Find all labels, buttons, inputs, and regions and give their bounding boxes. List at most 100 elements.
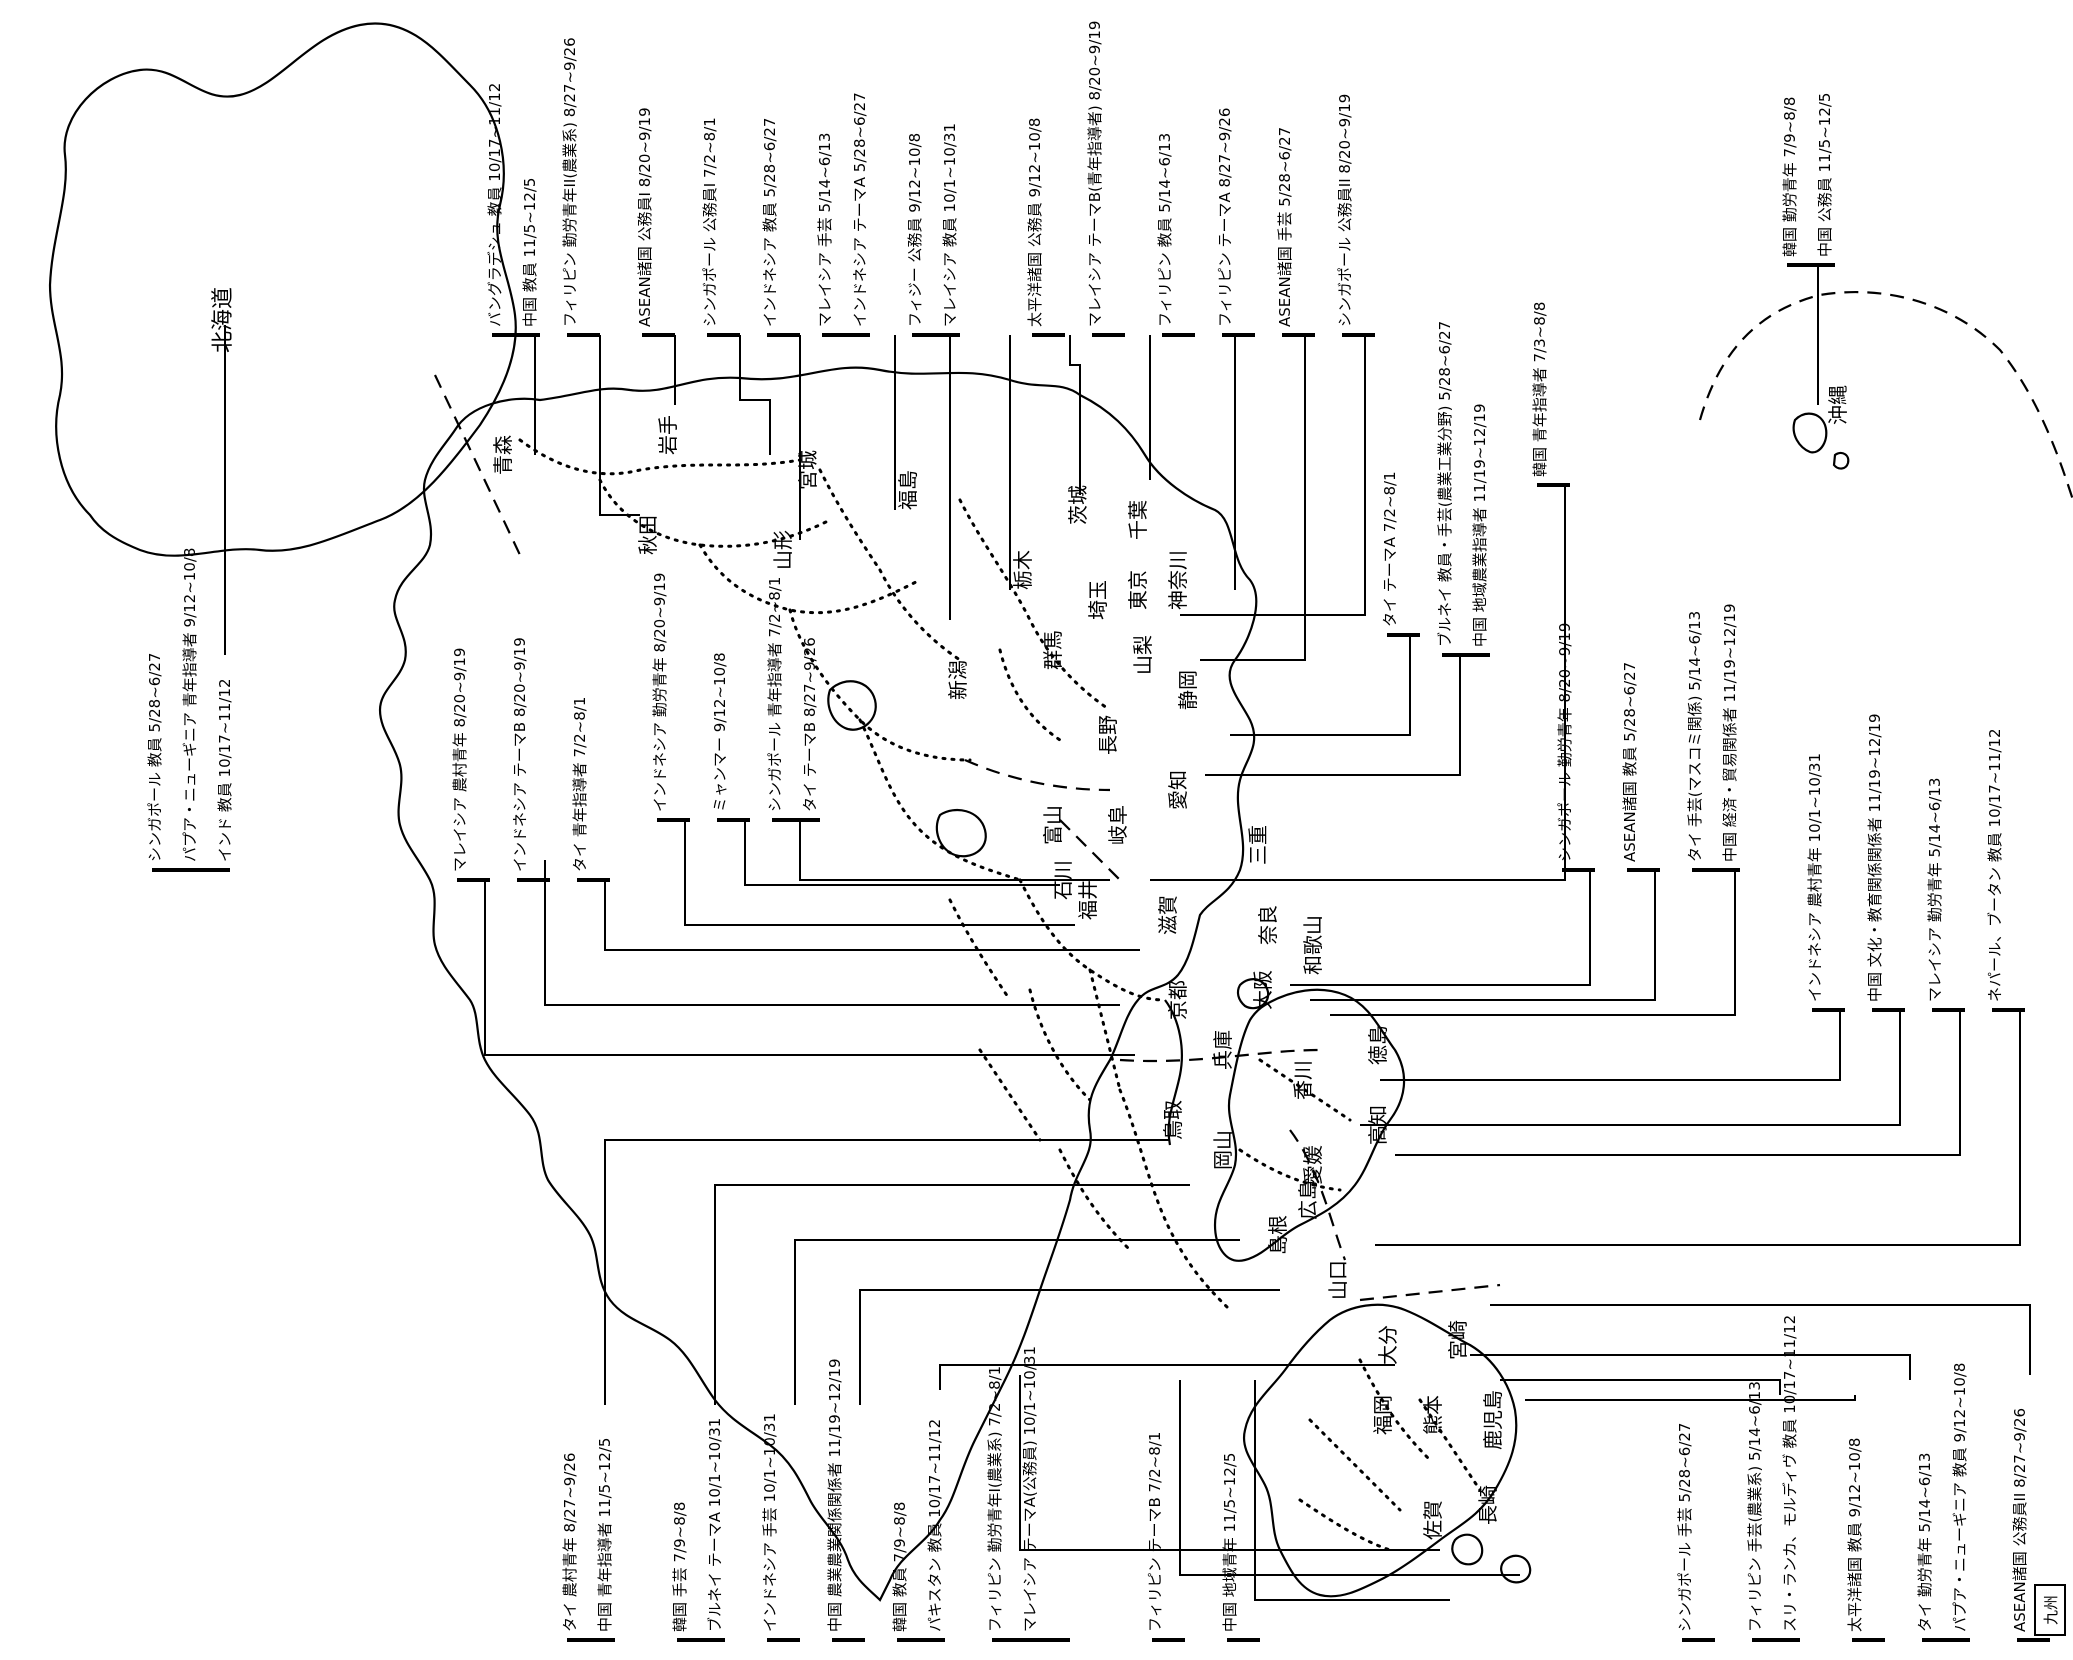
callout-fukushima: マレイシア 手芸 5/14~6/13 インドネシア テーマA 5/28~6/27 xyxy=(816,92,870,337)
callout-ishikawa: マレイシア 農村青年 8/20~9/19 xyxy=(451,648,490,882)
svg-text:ASEAN諸国 教員 5/28~6/27: ASEAN諸国 教員 5/28~6/27 xyxy=(1621,662,1639,862)
svg-text:中国 青年指導者 11/5~12/5: 中国 青年指導者 11/5~12/5 xyxy=(596,1438,614,1632)
label-aichi: 愛知 xyxy=(1166,770,1190,810)
label-shimane: 島根 xyxy=(1266,1215,1290,1255)
label-kyoto: 京都 xyxy=(1166,980,1190,1020)
svg-text:韓国 青年指導者 7/3~8/8: 韓国 青年指導者 7/3~8/8 xyxy=(1531,302,1549,477)
label-kanagawa: 神奈川 xyxy=(1166,550,1190,610)
callout-gunma: 太平洋諸国 公務員 9/12~10/8 xyxy=(1026,118,1065,337)
okinawa-island xyxy=(1792,412,1828,454)
svg-text:ミャンマー 9/12~10/8: ミャンマー 9/12~10/8 xyxy=(711,652,729,812)
label-okayama: 岡山 xyxy=(1211,1130,1235,1170)
label-oita: 大分 xyxy=(1376,1325,1400,1365)
label-iwate: 岩手 xyxy=(656,415,680,455)
svg-text:インドネシア 手芸 10/1~10/31: インドネシア 手芸 10/1~10/31 xyxy=(761,1413,779,1632)
label-toyama: 富山 xyxy=(1041,805,1065,845)
svg-text:タイ 勤労青年 5/14~6/13: タイ 勤労青年 5/14~6/13 xyxy=(1916,1453,1934,1632)
callout-akita: フィリピン 勤労青年II(農業系) 8/27~9/26 xyxy=(561,37,600,337)
callout-nagasaki: 中国 地域青年 11/5~12/5 xyxy=(1221,1453,1260,1642)
callout-hyogo: インドネシア テーマB 8/20~9/19 xyxy=(511,637,550,882)
callout-toyama: ミャンマー 9/12~10/8 xyxy=(711,652,750,822)
label-hokkaido: 北海道 xyxy=(211,287,236,353)
label-fukuoka: 福岡 xyxy=(1371,1395,1395,1435)
label-nagasaki: 長崎 xyxy=(1476,1485,1500,1525)
svg-text:マレイシア 手芸 5/14~6/13: マレイシア 手芸 5/14~6/13 xyxy=(816,133,834,327)
svg-text:インドネシア 勤労青年 8/20~9/19: インドネシア 勤労青年 8/20~9/19 xyxy=(651,573,669,812)
svg-text:タイ 農村青年 8/27~9/26: タイ 農村青年 8/27~9/26 xyxy=(561,1453,579,1632)
callout-tottori: タイ 農村青年 8/27~9/26 中国 青年指導者 11/5~12/5 xyxy=(561,1438,615,1642)
svg-text:シンガポール 教員 5/28~6/27: シンガポール 教員 5/28~6/27 xyxy=(146,653,164,862)
callout-fukui: インドネシア 勤労青年 8/20~9/19 xyxy=(651,573,690,822)
honshu-coast xyxy=(378,366,1258,1602)
label-saitama: 埼玉 xyxy=(1086,580,1110,620)
label-chiba: 千葉 xyxy=(1126,500,1150,540)
svg-text:タイ テーマB 8/27~9/26: タイ テーマB 8/27~9/26 xyxy=(801,637,819,812)
label-gunma: 群馬 xyxy=(1041,630,1065,670)
callout-hiroshima: インドネシア 手芸 10/1~10/31 xyxy=(761,1413,800,1642)
callout-kagoshima: 太平洋諸国 教員 9/12~10/8 xyxy=(1846,1438,1885,1642)
label-aomori: 青森 xyxy=(491,435,515,475)
label-tochigi: 栃木 xyxy=(1011,550,1035,590)
islands-kyushu-west xyxy=(1451,1533,1484,1566)
label-fukui: 福井 xyxy=(1076,880,1100,920)
callouts: シンガポール 教員 5/28~6/27 パプア・ニューギニア 青年指導者 9/1… xyxy=(146,21,2066,1642)
callout-yamagata: インドネシア 教員 5/28~6/27 xyxy=(761,118,800,337)
svg-text:ネパール、ブータン 教員 10/17~11/12: ネパール、ブータン 教員 10/17~11/12 xyxy=(1986,728,2004,1002)
svg-text:ASEAN諸国 公務員II 8/27~9/26: ASEAN諸国 公務員II 8/27~9/26 xyxy=(2011,1408,2029,1632)
svg-text:フィリピン 手芸(農業系) 5/14~6/13: フィリピン 手芸(農業系) 5/14~6/13 xyxy=(1746,1381,1764,1632)
label-wakayama: 和歌山 xyxy=(1301,915,1325,975)
callout-kyoto: タイ 青年指導者 7/2~8/1 xyxy=(571,697,610,882)
label-shiga: 滋賀 xyxy=(1156,895,1180,935)
svg-text:シンガポール 公務員II 8/20~9/19: シンガポール 公務員II 8/20~9/19 xyxy=(1336,94,1354,327)
label-yamaguchi: 山口 xyxy=(1326,1260,1350,1300)
svg-text:スリ・ランカ、モルディヴ 教員 10/17~11/12: スリ・ランカ、モルディヴ 教員 10/17~11/12 xyxy=(1781,1315,1799,1632)
callout-shiga: シンガポール 青年指導者 7/2~8/1 タイ テーマB 8/27~9/26 xyxy=(766,577,820,822)
callout-nara: ASEAN諸国 教員 5/28~6/27 xyxy=(1621,662,1660,872)
callout-kochi: マレイシア 勤労青年 5/14~6/13 xyxy=(1926,778,1965,1012)
svg-text:シンガポール 青年指導者 7/2~8/1: シンガポール 青年指導者 7/2~8/1 xyxy=(766,577,784,812)
svg-text:タイ テーマA 7/2~8/1: タイ テーマA 7/2~8/1 xyxy=(1381,471,1399,627)
svg-text:マレイシア 教員 10/1~10/31: マレイシア 教員 10/1~10/31 xyxy=(941,123,959,327)
svg-text:中国 公務員 11/5~12/5: 中国 公務員 11/5~12/5 xyxy=(1816,93,1834,257)
hokkaido-island xyxy=(48,22,517,557)
label-mie: 三重 xyxy=(1246,825,1270,865)
callout-fukuoka: フィリピン 勤労青年I(農業系) 7/2~8/1 マレイシア テーマA(公務員)… xyxy=(986,1346,1070,1642)
callout-kanagawa: フィリピン テーマA 8/27~9/26 xyxy=(1216,108,1255,337)
callout-kyushu: ASEAN諸国 公務員II 8/27~9/26 xyxy=(2011,1408,2050,1642)
svg-text:マレイシア 農村青年 8/20~9/19: マレイシア 農村青年 8/20~9/19 xyxy=(451,648,469,872)
svg-text:フィリピン 教員 5/14~6/13: フィリピン 教員 5/14~6/13 xyxy=(1156,133,1174,327)
svg-text:ASEAN諸国 公務員I 8/20~9/19: ASEAN諸国 公務員I 8/20~9/19 xyxy=(636,107,654,327)
callout-oita: シンガポール 手芸 5/28~6/27 xyxy=(1676,1423,1715,1642)
inland-sea-coast xyxy=(1164,999,1183,1146)
callout-hokkaido: シンガポール 教員 5/28~6/27 パプア・ニューギニア 青年指導者 9/1… xyxy=(146,548,234,872)
svg-text:中国 教員 11/5~12/5: 中国 教員 11/5~12/5 xyxy=(521,178,539,327)
callout-okayama: 韓国 手芸 7/9~8/8 ブルネイ テーマA 10/1~10/31 xyxy=(671,1418,725,1642)
svg-text:ASEAN諸国 手芸 5/28~6/27: ASEAN諸国 手芸 5/28~6/27 xyxy=(1276,127,1294,327)
prefecture-labels: 青森 秋田 岩手 宮城 山形 福島 新潟 栃木 茨城 群馬 埼玉 東京 千葉 神… xyxy=(491,415,1505,1540)
svg-text:インドネシア テーマB 8/20~9/19: インドネシア テーマB 8/20~9/19 xyxy=(511,637,529,872)
divider-chubu xyxy=(1059,819,1121,881)
svg-text:韓国 教員 7/9~8/8: 韓国 教員 7/9~8/8 xyxy=(891,1502,909,1632)
label-gifu: 岐阜 xyxy=(1106,805,1130,845)
label-yamagata: 山形 xyxy=(771,530,795,570)
hokkaido-label: 北海道 xyxy=(211,287,236,353)
noto-peninsula xyxy=(935,808,987,858)
divider-kanto xyxy=(964,758,1111,792)
callout-shimane: 中国 農業農業関係関係者 11/19~12/19 xyxy=(826,1358,865,1642)
svg-text:中国 地域青年 11/5~12/5: 中国 地域青年 11/5~12/5 xyxy=(1221,1453,1239,1632)
kyushu-box: 九州 xyxy=(2034,1584,2066,1636)
okinawa-boundary xyxy=(1698,290,2073,501)
label-fukushima: 福島 xyxy=(896,470,920,510)
svg-text:インドネシア テーマA 5/28~6/27: インドネシア テーマA 5/28~6/27 xyxy=(851,92,869,327)
okinawa-island-2 xyxy=(1832,451,1850,470)
callout-iwate: ASEAN諸国 公務員I 8/20~9/19 xyxy=(636,107,675,337)
label-niigata: 新潟 xyxy=(946,660,970,700)
svg-text:バングラデシュ 教員 10/17~11/12: バングラデシュ 教員 10/17~11/12 xyxy=(486,83,504,327)
callout-saga: フィリピン テーマB 7/2~8/1 xyxy=(1146,1432,1185,1642)
label-shizuoka: 静岡 xyxy=(1176,670,1200,710)
callout-ibaraki: マレイシア テーマB(青年指導者) 8/20~9/19 xyxy=(1086,21,1125,337)
sado-island xyxy=(827,680,877,731)
svg-text:中国 経済・貿易関係者 11/19~12/19: 中国 経済・貿易関係者 11/19~12/19 xyxy=(1721,603,1739,862)
